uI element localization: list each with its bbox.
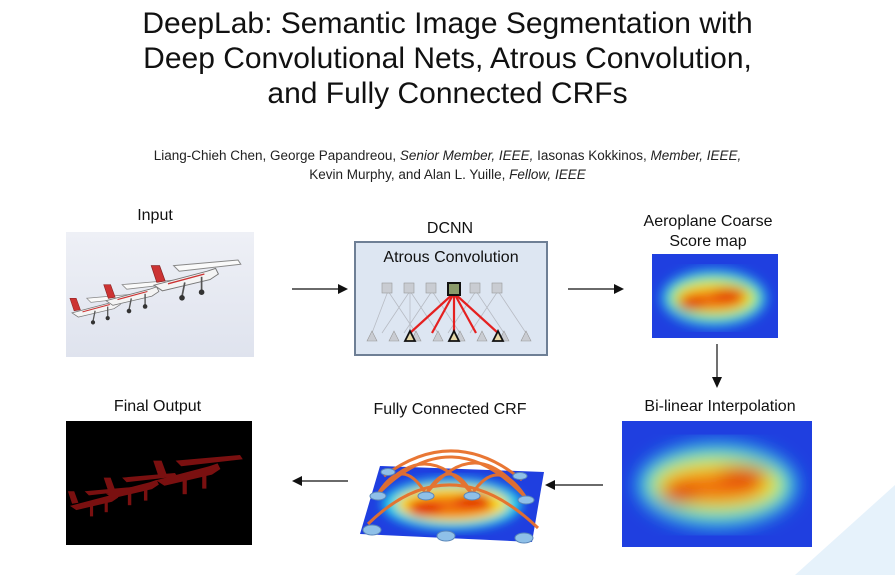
crf-label: Fully Connected CRF — [373, 401, 527, 418]
atrous-convolution-label: Atrous Convolution — [383, 249, 519, 266]
authors-text: Iasonas Kokkinos, — [533, 148, 651, 163]
dcnn-atrous-box: Atrous Convolution — [354, 241, 548, 356]
arrow-right-icon — [568, 284, 624, 294]
arrow-left-icon — [292, 476, 348, 486]
coarse-score-map — [652, 254, 778, 338]
authors-affiliation: Member, IEEE, — [650, 148, 742, 163]
title-line-2: Deep Convolutional Nets, Atrous Convolut… — [143, 42, 752, 75]
authors-affiliation: Fellow, IEEE — [509, 167, 586, 182]
final-output-image — [66, 421, 252, 545]
corner-decoration — [795, 485, 895, 575]
arrow-right-icon — [292, 284, 348, 294]
final-output-label: Final Output — [113, 398, 202, 415]
authors-line-2: Kevin Murphy, and Alan L. Yuille, Fellow… — [0, 165, 895, 184]
authors-affiliation: Senior Member, IEEE, — [399, 148, 534, 163]
title-line-3: and Fully Connected CRFs — [267, 77, 628, 110]
author-list: Liang-Chieh Chen, George Papandreou, Sen… — [0, 146, 895, 184]
authors-text: Liang-Chieh Chen, George Papandreou, — [153, 148, 400, 163]
paper-title: DeepLab: Semantic Image Segmentation wit… — [0, 6, 895, 111]
authors-line-1: Liang-Chieh Chen, George Papandreou, Sen… — [0, 146, 895, 165]
arrow-left-icon — [545, 480, 603, 490]
authors-text: Kevin Murphy, and Alan L. Yuille, — [309, 167, 510, 182]
title-line-1: DeepLab: Semantic Image Segmentation wit… — [142, 7, 753, 40]
crf-graph — [360, 449, 544, 544]
coarse-label-line-1: Aeroplane Coarse — [643, 213, 773, 230]
arrow-down-icon — [712, 344, 722, 388]
input-image — [66, 232, 254, 357]
bilinear-label: Bi-linear Interpolation — [644, 398, 796, 415]
coarse-score-label: Aeroplane Coarse Score map — [628, 212, 788, 252]
atrous-diagram — [366, 282, 532, 342]
coarse-label-line-2: Score map — [669, 233, 747, 250]
input-label: Input — [137, 207, 173, 224]
dcnn-label: DCNN — [426, 220, 474, 237]
bilinear-interpolation-map — [622, 421, 812, 547]
